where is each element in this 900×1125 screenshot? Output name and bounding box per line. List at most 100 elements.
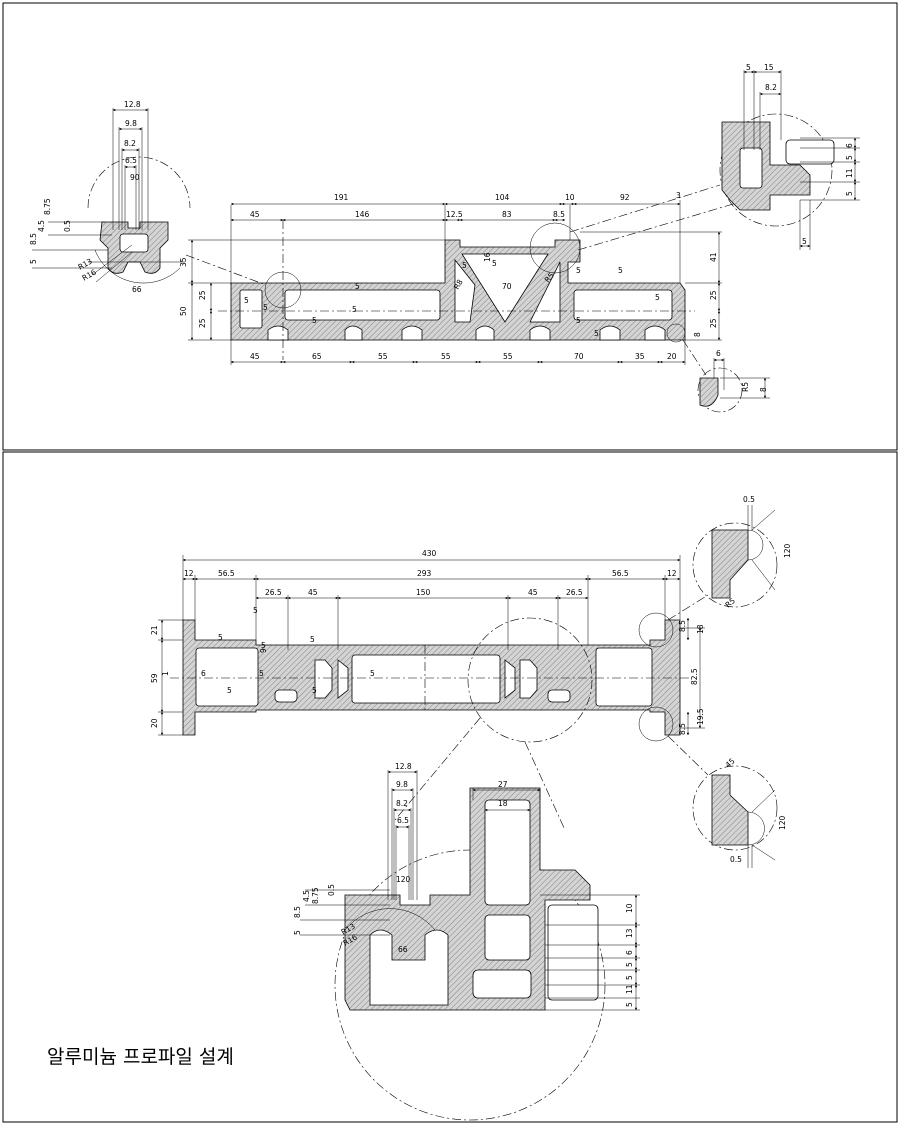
dimension-label: 45 bbox=[308, 588, 318, 597]
dimension-label: 8 bbox=[759, 387, 768, 392]
dimension-label: 70 bbox=[574, 352, 584, 361]
dimension-label: 25 bbox=[198, 318, 207, 328]
dimension-label: 6.5 bbox=[125, 156, 137, 165]
dimension-label: 41 bbox=[709, 252, 718, 262]
dimension-label: 6 bbox=[201, 669, 206, 678]
bottom-cavity-centre bbox=[351, 654, 501, 704]
dimension-label: 8.5 bbox=[678, 620, 687, 632]
dimension-label: 82.5 bbox=[690, 668, 699, 685]
dimension-label: 5 bbox=[746, 63, 751, 72]
dimension-label: 5 bbox=[259, 669, 264, 678]
dimension-label: 8.2 bbox=[124, 139, 136, 148]
dimension-label: 26.5 bbox=[265, 588, 282, 597]
top-tslot-4 bbox=[529, 325, 551, 341]
dimension-label: 5 bbox=[310, 635, 315, 644]
top-cavity-6 bbox=[239, 289, 263, 329]
dimension-label: 5 bbox=[625, 962, 634, 967]
dimension-label: 55 bbox=[503, 352, 513, 361]
dimension-label: 27 bbox=[498, 780, 508, 789]
top-tslot-5 bbox=[599, 325, 621, 341]
dimension-label: 9 bbox=[259, 648, 268, 653]
dimension-label: 5 bbox=[293, 930, 302, 935]
dimension-label: 9.8 bbox=[396, 780, 408, 789]
dimension-label: 11 bbox=[845, 168, 854, 178]
dimension-label: 150 bbox=[416, 588, 431, 597]
dimension-label: 6 bbox=[716, 349, 721, 358]
dimension-label: 430 bbox=[422, 549, 437, 558]
bottom-bottom-detail bbox=[692, 765, 778, 868]
dimension-label: 8.2 bbox=[396, 799, 408, 808]
bottom-tslot-3 bbox=[504, 659, 516, 699]
bottom-detail-circle-top bbox=[638, 612, 674, 648]
dimension-label: 1 bbox=[161, 671, 170, 676]
dimension-label: 5 bbox=[218, 633, 223, 642]
bottom-dimension-labels: 430 12 56.5 293 56.5 12 26.5 45 150 45 2… bbox=[150, 549, 705, 735]
dimension-label: 11 bbox=[625, 984, 634, 994]
dimension-label: 5 bbox=[594, 329, 599, 338]
bottom-profile-view: 430 12 56.5 293 56.5 12 26.5 45 150 45 2… bbox=[150, 495, 792, 1121]
dimension-label: 6.5 bbox=[397, 816, 409, 825]
dimension-label: 13 bbox=[625, 928, 634, 938]
dimension-label: 59 bbox=[150, 673, 159, 683]
bottom-tslot-1 bbox=[314, 659, 333, 699]
dimension-label: 50 bbox=[179, 306, 188, 316]
dimension-label: 8.5 bbox=[678, 723, 687, 735]
dimension-label: 5 bbox=[576, 316, 581, 325]
dimension-label: 12 bbox=[667, 569, 677, 578]
dimension-label: 5 bbox=[253, 606, 258, 615]
top-right-detail-labels: 5 15 8.2 6 5 11 5 5 bbox=[746, 63, 854, 246]
dimension-label: 92 bbox=[620, 193, 630, 202]
dimension-label: 5 bbox=[352, 305, 357, 314]
dimension-label: 12.8 bbox=[395, 762, 412, 771]
dimension-label: 5 bbox=[845, 155, 854, 160]
dimension-label: 3 bbox=[676, 191, 681, 200]
bottom-detail-circle-bottom bbox=[638, 706, 674, 742]
dimension-label: 8.5 bbox=[553, 210, 565, 219]
top-detail-circle-left bbox=[264, 271, 302, 309]
dimension-label: 5 bbox=[625, 975, 634, 980]
drawing-title: 알루미늄 프로파일 설계 bbox=[47, 1046, 234, 1068]
dimension-label: 65 bbox=[312, 352, 322, 361]
bottom-cavity-right bbox=[595, 647, 653, 707]
dimension-label: 16 bbox=[483, 252, 492, 262]
dimension-label: 35 bbox=[179, 257, 188, 267]
dimension-label: 8.75 bbox=[43, 198, 52, 215]
dimension-label: 4.5 bbox=[302, 890, 311, 902]
top-right-detail bbox=[719, 70, 860, 250]
dimension-label: 35 bbox=[635, 352, 645, 361]
dimension-label: 5 bbox=[845, 191, 854, 196]
dimension-label: 56.5 bbox=[612, 569, 629, 578]
dimension-label: 5 bbox=[263, 303, 268, 312]
top-corner-detail-labels: 6 R5 8 bbox=[716, 349, 768, 392]
dimension-label: 55 bbox=[378, 352, 388, 361]
top-cavity-4 bbox=[529, 261, 561, 323]
dimension-label: 10 bbox=[565, 193, 575, 202]
dimension-label: 18 bbox=[696, 624, 705, 634]
dimension-label: 8.2 bbox=[765, 83, 777, 92]
dimension-label: 90 bbox=[130, 173, 140, 182]
dimension-label: R5 bbox=[741, 382, 750, 392]
dimension-label: 45 bbox=[724, 756, 737, 769]
dimension-label: 5 bbox=[29, 259, 38, 264]
dimension-label: 0.5 bbox=[63, 220, 72, 232]
dimension-label: 55 bbox=[441, 352, 451, 361]
top-tslot-6 bbox=[644, 325, 666, 341]
dimension-label: 45 bbox=[250, 352, 260, 361]
dimension-label: 20 bbox=[667, 352, 677, 361]
top-corner-detail bbox=[697, 358, 770, 413]
bottom-tslot-2 bbox=[337, 659, 349, 699]
dimension-label: 5 bbox=[802, 237, 807, 246]
dimension-label: 15 bbox=[764, 63, 774, 72]
top-tslot-3 bbox=[475, 325, 495, 341]
dimension-label: 0.5 bbox=[730, 855, 742, 864]
dimension-label: 83 bbox=[502, 210, 512, 219]
bottom-cavity-slot-2 bbox=[547, 689, 571, 703]
dimension-label: 12.5 bbox=[446, 210, 463, 219]
top-cavity-2 bbox=[461, 253, 549, 323]
top-left-detail bbox=[32, 108, 191, 284]
dimension-label: 5 bbox=[370, 669, 375, 678]
dimension-label: 25 bbox=[709, 290, 718, 300]
dimension-label: 18 bbox=[498, 799, 508, 808]
dimension-label: 9.8 bbox=[125, 119, 137, 128]
